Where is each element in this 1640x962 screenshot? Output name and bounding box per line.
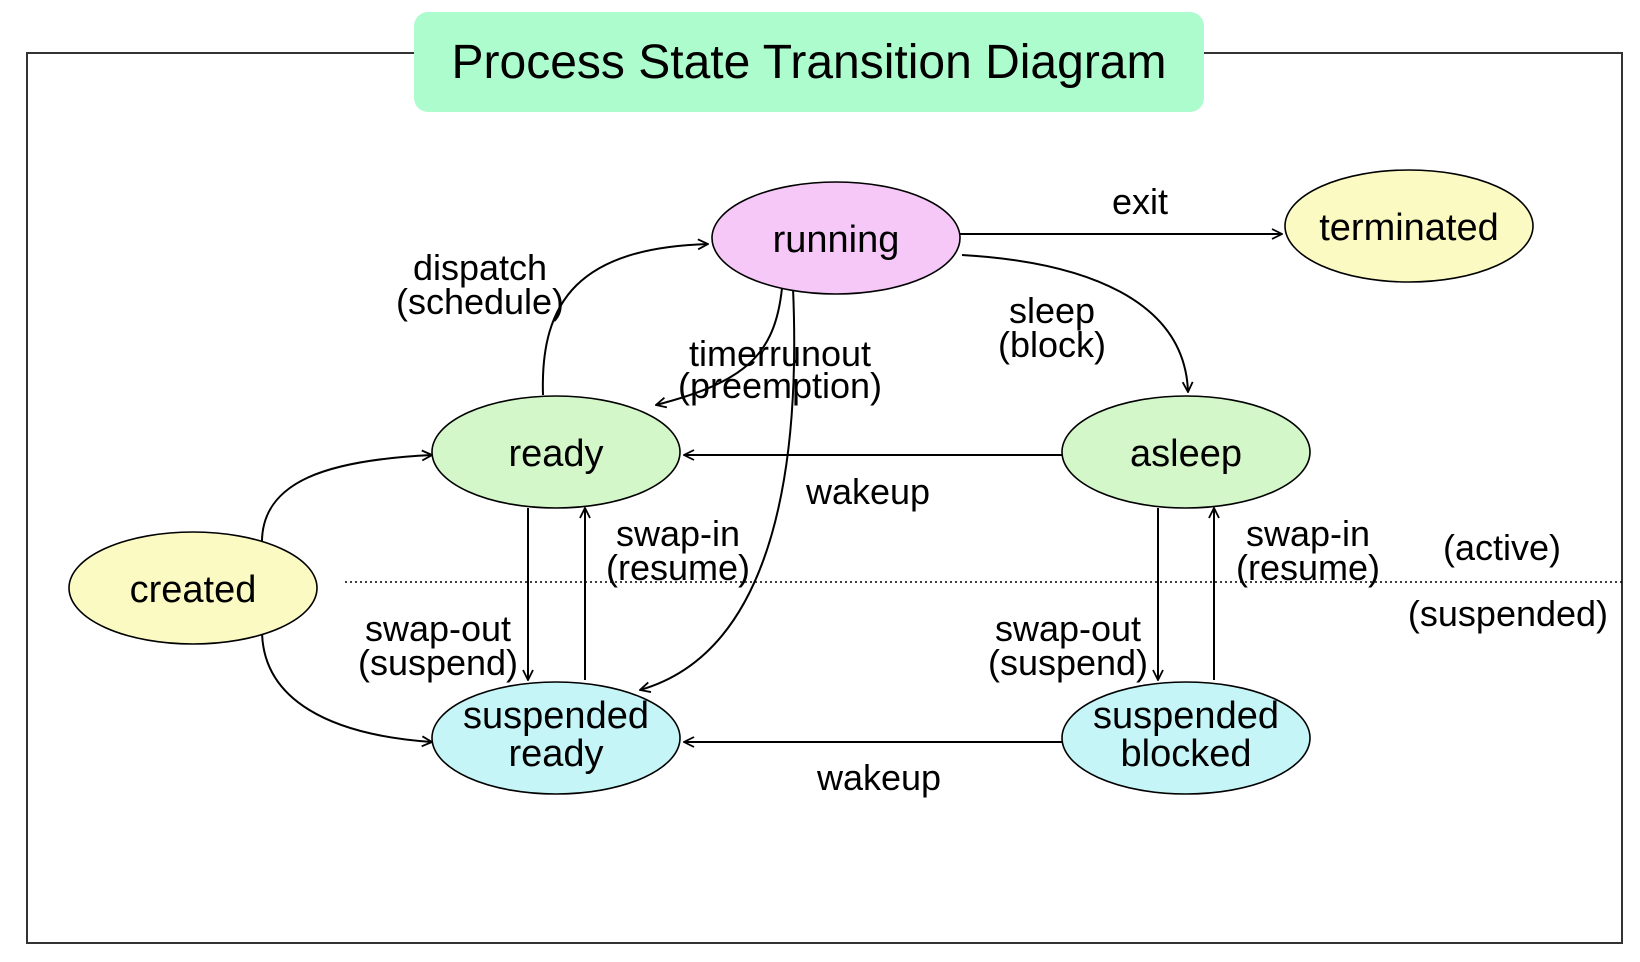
node-terminated-label: terminated: [1319, 207, 1499, 249]
edge-label-swap-out-right-line2: (suspend): [988, 642, 1148, 683]
diagram-title: Process State Transition Diagram: [452, 36, 1167, 89]
region-label-suspended: (suspended): [1408, 593, 1608, 634]
edge-label-swap-in-left-line1: swap-in: [616, 513, 740, 554]
edge-label-swap-in-left-line2: (resume): [606, 547, 750, 588]
node-ready-label: ready: [508, 433, 603, 475]
node-created: created: [68, 531, 318, 645]
edge-label-exit: exit: [1112, 181, 1168, 222]
node-asleep: asleep: [1061, 395, 1311, 509]
node-ready: ready: [431, 395, 681, 509]
edge-label-wakeup-top: wakeup: [805, 471, 930, 512]
edge-label-timerrunout-line1: timerrunout: [689, 333, 871, 374]
edge-label-swap-out-left-line2: (suspend): [358, 642, 518, 683]
node-suspended-blocked: suspended blocked: [1061, 681, 1311, 795]
edge-dispatch: [541, 244, 708, 396]
title-background: [414, 12, 1204, 112]
node-asleep-label: asleep: [1130, 433, 1242, 475]
edge-created-to-ready: [260, 455, 432, 546]
edge-running-to-suspended-ready: [640, 287, 796, 690]
node-suspended-blocked-label-line2: blocked: [1121, 733, 1252, 775]
region-label-active: (active): [1443, 527, 1561, 568]
edge-label-swap-in-right-line1: swap-in: [1246, 513, 1370, 554]
node-running: running: [711, 181, 961, 295]
node-suspended-ready-label-line1: suspended: [463, 695, 649, 737]
node-suspended-blocked-label-line1: suspended: [1093, 695, 1279, 737]
title-box: Process State Transition Diagram: [414, 12, 1204, 112]
edge-label-swap-out-left-line1: swap-out: [365, 608, 511, 649]
edge-label-dispatch-line1: dispatch: [413, 247, 547, 288]
edge-sleep: [961, 254, 1188, 392]
node-running-label: running: [773, 219, 900, 261]
node-ready-shape: [431, 395, 681, 509]
edge-label-swap-out-right-line1: swap-out: [995, 608, 1141, 649]
node-created-label: created: [130, 569, 257, 611]
node-terminated-shape: [1284, 169, 1534, 283]
node-terminated: terminated: [1284, 169, 1534, 283]
edge-label-sleep-line1: sleep: [1009, 290, 1095, 331]
edge-timerrunout: [656, 287, 783, 405]
edge-created-to-suspended-ready: [261, 629, 432, 742]
edge-label-timerrunout-line2: (preemption): [678, 365, 882, 406]
edge-label-wakeup-bottom: wakeup: [816, 757, 941, 798]
node-suspended-ready-shape: [431, 681, 681, 795]
node-suspended-ready-label-line2: ready: [508, 733, 603, 775]
node-asleep-shape: [1061, 395, 1311, 509]
node-created-shape: [68, 531, 318, 645]
node-suspended-blocked-shape: [1061, 681, 1311, 795]
edge-label-dispatch-line2: (schedule): [396, 281, 564, 322]
edge-label-sleep-line2: (block): [998, 324, 1106, 365]
node-suspended-ready: suspended ready: [431, 681, 681, 795]
edge-label-swap-in-right-line2: (resume): [1236, 547, 1380, 588]
node-running-shape: [711, 181, 961, 295]
